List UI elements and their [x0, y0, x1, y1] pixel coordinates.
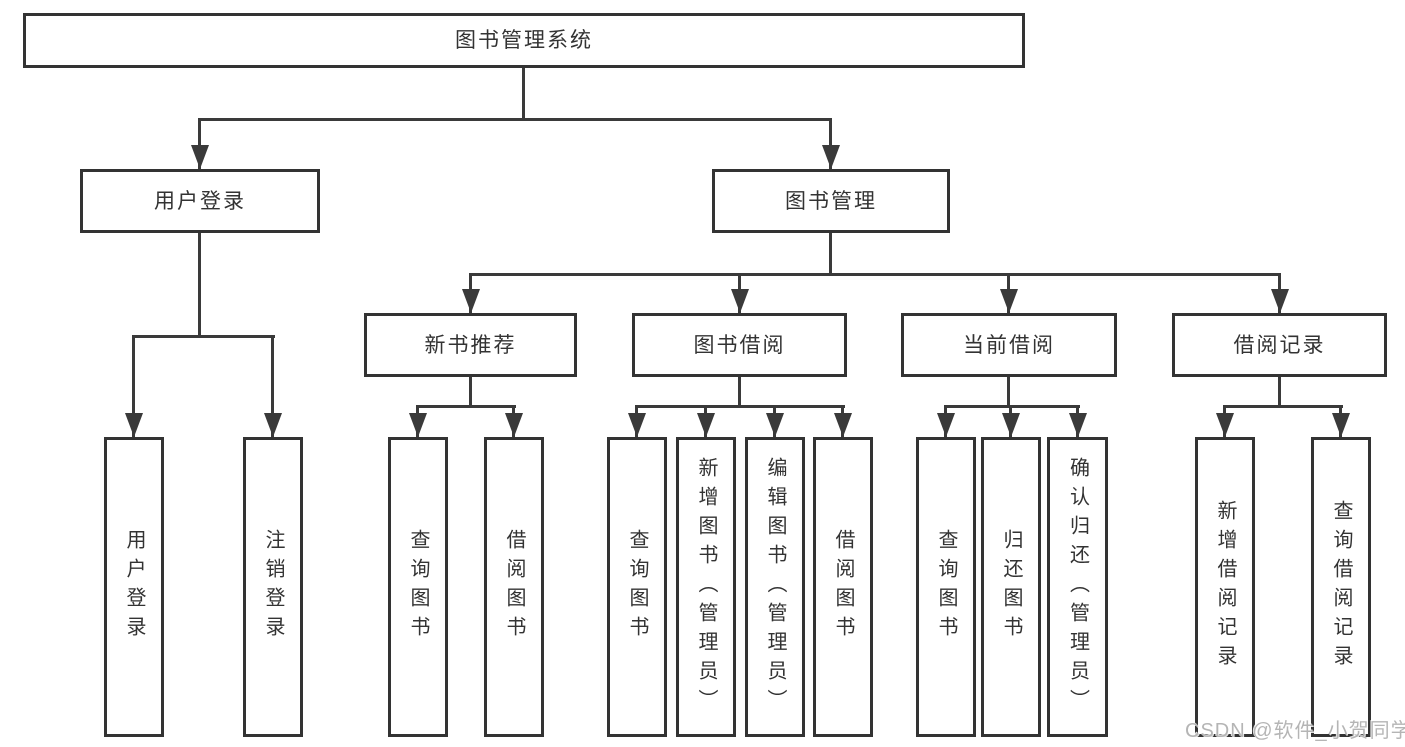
connector-arrow-borrow-query — [627, 405, 646, 437]
connector-arrow-leaf-logout — [263, 335, 282, 437]
leaf-query-book-recommend: 查询图书 — [388, 437, 448, 737]
connector-arrow-current-query — [936, 405, 955, 437]
leaf-user-login: 用户登录 — [104, 437, 164, 737]
connector-level3-branch — [469, 273, 1281, 276]
csdn-watermark: CSDN @软件_小贺同学 — [1185, 720, 1405, 742]
leaf-borrow-book-recommend: 借阅图书 — [484, 437, 544, 737]
leaf-confirm-return-admin: 确认归还（管理员） — [1047, 437, 1108, 737]
leaf-return-book: 归还图书 — [981, 437, 1041, 737]
connector-arrow-book-borrow — [730, 273, 749, 313]
leaf-query-book-current: 查询图书 — [916, 437, 976, 737]
connector-current-branch — [944, 405, 1080, 408]
node-root-library-system: 图书管理系统 — [23, 13, 1025, 68]
connector-record-drop — [1278, 377, 1281, 405]
connector-arrow-borrow-add — [696, 405, 715, 437]
connector-recommend-branch — [416, 405, 516, 408]
connector-arrow-record-add — [1215, 405, 1234, 437]
connector-user-login-drop — [198, 233, 201, 335]
connector-arrow-borrow-borrow — [833, 405, 852, 437]
connector-borrow-drop — [738, 377, 741, 405]
connector-arrow-current-confirm — [1068, 405, 1087, 437]
connector-current-drop — [1007, 377, 1010, 405]
connector-arrow-recommend-query — [408, 405, 427, 437]
connector-arrow-new-book-recommend — [461, 273, 480, 313]
node-borrow-record: 借阅记录 — [1172, 313, 1387, 377]
leaf-edit-book-admin: 编辑图书（管理员） — [745, 437, 805, 737]
leaf-add-borrow-record: 新增借阅记录 — [1195, 437, 1255, 737]
connector-root-drop — [522, 68, 525, 118]
connector-borrow-branch — [635, 405, 845, 408]
connector-arrow-borrow-record — [1270, 273, 1289, 313]
connector-arrow-current-borrow — [999, 273, 1018, 313]
connector-arrow-recommend-borrow — [504, 405, 523, 437]
connector-arrow-current-return — [1001, 405, 1020, 437]
connector-user-login-branch — [132, 335, 275, 338]
node-new-book-recommend: 新书推荐 — [364, 313, 577, 377]
leaf-query-book-borrow: 查询图书 — [607, 437, 667, 737]
connector-level2-branch — [198, 118, 832, 121]
connector-arrow-borrow-edit — [765, 405, 784, 437]
leaf-borrow-book: 借阅图书 — [813, 437, 873, 737]
connector-book-management-drop — [829, 233, 832, 273]
leaf-query-borrow-record: 查询借阅记录 — [1311, 437, 1371, 737]
node-user-login: 用户登录 — [80, 169, 320, 233]
connector-recommend-drop — [469, 377, 472, 405]
node-current-borrow: 当前借阅 — [901, 313, 1117, 377]
leaf-add-book-admin: 新增图书（管理员） — [676, 437, 736, 737]
node-book-borrow: 图书借阅 — [632, 313, 847, 377]
connector-arrow-book-management — [821, 118, 840, 169]
connector-record-branch — [1223, 405, 1343, 408]
connector-arrow-leaf-user-login — [124, 335, 143, 437]
connector-arrow-user-login — [190, 118, 209, 169]
leaf-logout: 注销登录 — [243, 437, 303, 737]
node-book-management: 图书管理 — [712, 169, 950, 233]
connector-arrow-record-query — [1331, 405, 1350, 437]
